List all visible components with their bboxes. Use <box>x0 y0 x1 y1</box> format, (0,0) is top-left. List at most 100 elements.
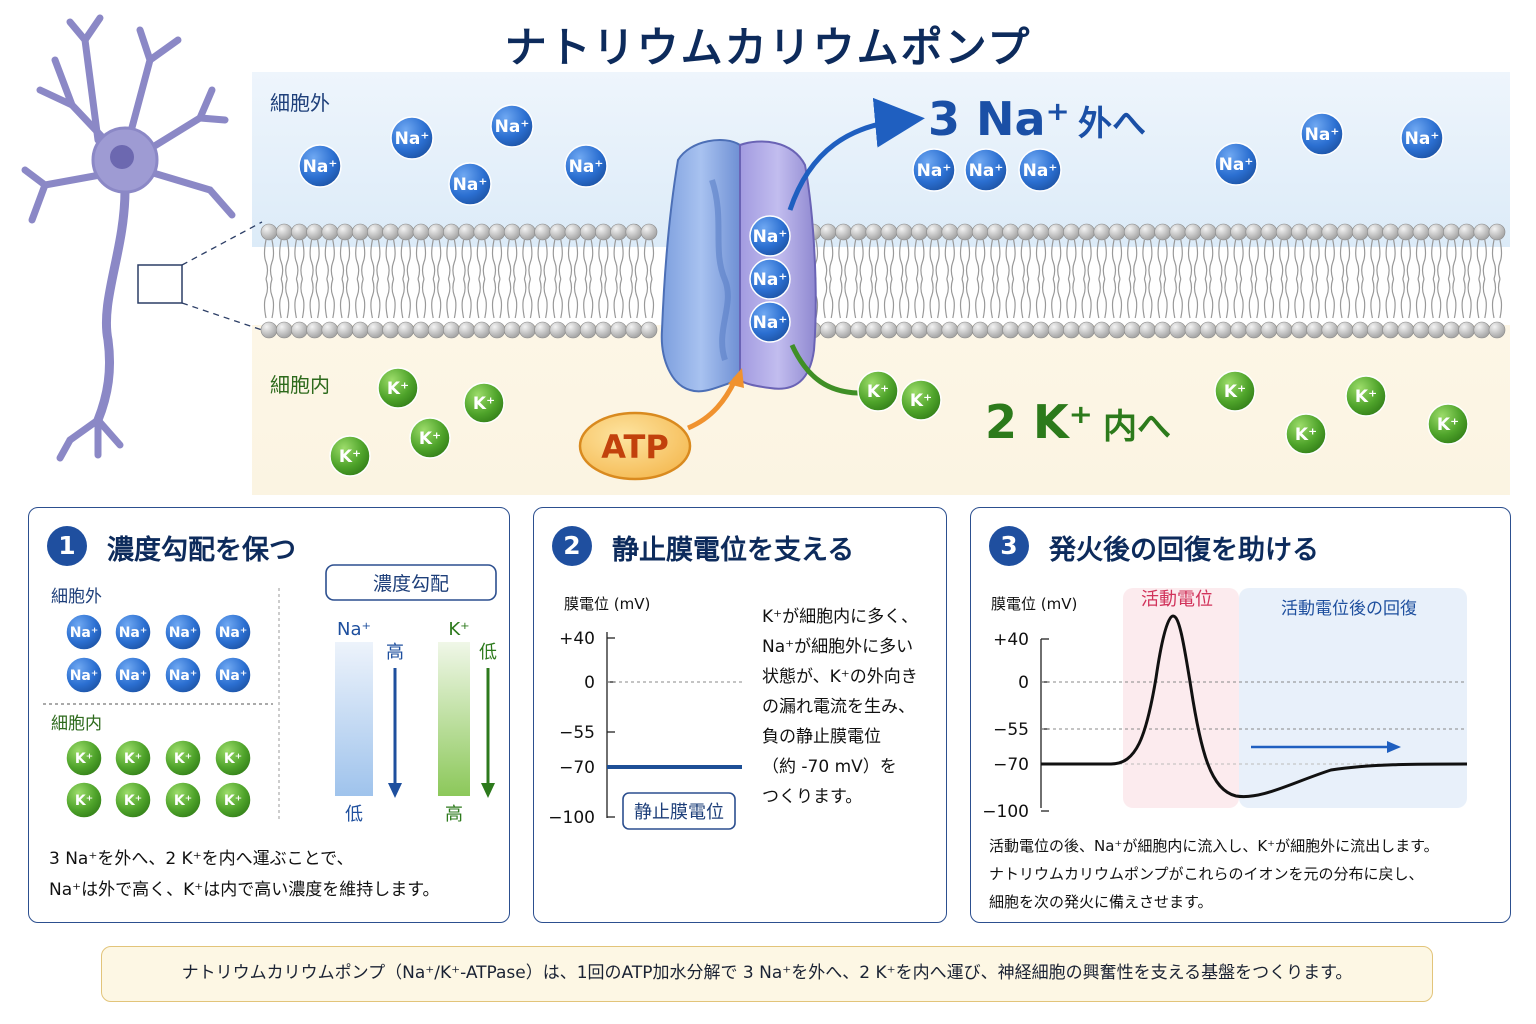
svg-text:Na⁺: Na⁺ <box>395 129 430 149</box>
svg-text:K⁺: K⁺ <box>224 751 242 767</box>
k-gradient-bar <box>438 642 470 796</box>
svg-text:Na⁺: Na⁺ <box>753 313 788 333</box>
neuron-icon <box>21 14 236 462</box>
na-ion: Na⁺ <box>1214 142 1258 186</box>
na-ion: Na⁺ <box>448 162 492 206</box>
k-ion: K⁺ <box>114 781 152 819</box>
resting-potential-chart: 膜電位 (mV) +400−55−70−100 静止膜電位 <box>548 595 742 830</box>
svg-text:K⁺: K⁺ <box>1224 382 1246 402</box>
na-ion: Na⁺ <box>564 144 608 188</box>
svg-text:Na⁺: Na⁺ <box>1405 129 1440 149</box>
zoom-box <box>137 264 183 304</box>
card-body-line: 細胞を次の発火に備えさせます。 <box>989 893 1213 911</box>
svg-text:K⁺: K⁺ <box>339 447 361 467</box>
na-ion: Na⁺ <box>65 613 103 651</box>
recovery-label: 活動電位後の回復 <box>1281 599 1417 619</box>
card-number: 2 <box>552 526 592 566</box>
k-in-arrow <box>789 343 859 396</box>
svg-text:Na⁺: Na⁺ <box>70 668 99 684</box>
svg-text:K⁺: K⁺ <box>174 793 192 809</box>
atp-molecule: ATP <box>578 411 692 481</box>
action-potential-trace <box>1041 614 1468 799</box>
k-ion: K⁺ <box>409 417 451 459</box>
card-body-line: 負の静止膜電位 <box>762 727 881 747</box>
card-body: 3 Na⁺を外へ、2 K⁺を内へ運ぶことで、 Na⁺は外で高く、K⁺は内で高い濃… <box>49 844 440 906</box>
y-tick-label: −55 <box>559 723 595 743</box>
y-tick-label: 0 <box>1018 673 1029 693</box>
y-tick-label: −100 <box>548 808 595 828</box>
k-ion: K⁺ <box>857 370 899 412</box>
k-ion: K⁺ <box>1427 403 1469 445</box>
pump-illustration: ATP 細胞外 細胞内 3 Na⁺ 外へ 2 K⁺ 内へ Na⁺Na⁺Na⁺Na… <box>21 14 1510 495</box>
lipid-bilayer <box>260 223 1506 339</box>
svg-text:Na⁺: Na⁺ <box>753 227 788 247</box>
y-axis-ticks: +400−55−70−100 <box>982 630 1049 822</box>
svg-text:K⁺: K⁺ <box>387 379 409 399</box>
svg-text:Na⁺: Na⁺ <box>303 157 338 177</box>
svg-text:K⁺: K⁺ <box>174 751 192 767</box>
card-title: 濃度勾配を保つ <box>107 535 296 566</box>
k-ion: K⁺ <box>65 739 103 777</box>
na-ion: Na⁺ <box>164 656 202 694</box>
y-tick-label: +40 <box>559 629 595 649</box>
card-body-line: Na⁺は外で高く、K⁺は内で高い濃度を維持します。 <box>49 880 440 900</box>
na-ion: Na⁺ <box>164 613 202 651</box>
k-bar-label: K⁺ <box>448 619 469 640</box>
na-ion: Na⁺ <box>214 656 252 694</box>
svg-text:Na⁺: Na⁺ <box>495 117 530 137</box>
svg-text:K⁺: K⁺ <box>1355 387 1377 407</box>
na-ion: Na⁺ <box>114 656 152 694</box>
y-tick-label: −100 <box>982 802 1029 822</box>
extracellular-region <box>252 72 1510 247</box>
card-title: 発火後の回復を助ける <box>1049 535 1319 566</box>
y-axis-ticks: +400−55−70−100 <box>548 629 615 828</box>
na-ion: Na⁺ <box>490 104 534 148</box>
summary-banner: ナトリウムカリウムポンプ（Na⁺/K⁺-ATPase）は、1回のATP加水分解で… <box>101 946 1433 1002</box>
svg-text:K⁺: K⁺ <box>419 429 441 449</box>
card-body-line: ナトリウムカリウムポンプがこれらのイオンを元の分布に戻し、 <box>989 865 1424 883</box>
svg-text:Na⁺: Na⁺ <box>453 175 488 195</box>
card1-ions: Na⁺Na⁺Na⁺Na⁺Na⁺Na⁺Na⁺Na⁺K⁺K⁺K⁺K⁺K⁺K⁺K⁺K⁺ <box>65 613 252 819</box>
na-ion: Na⁺ <box>1300 112 1344 156</box>
svg-text:Na⁺: Na⁺ <box>119 668 148 684</box>
svg-text:ATP: ATP <box>601 428 669 466</box>
na-high-label: 高 <box>386 642 404 663</box>
svg-text:K⁺: K⁺ <box>75 751 93 767</box>
svg-text:Na⁺: Na⁺ <box>917 161 952 181</box>
na-out-arrow <box>787 97 925 211</box>
na-out-count: 3 Na⁺ <box>928 92 1070 146</box>
k-ion: K⁺ <box>214 739 252 777</box>
k-ion: K⁺ <box>214 781 252 819</box>
y-tick-label: 0 <box>584 673 595 693</box>
na-ion: Na⁺ <box>912 148 956 192</box>
na-ion: Na⁺ <box>749 301 791 343</box>
na-ion: Na⁺ <box>390 116 434 160</box>
outside-label: 細胞外 <box>270 91 330 115</box>
card-body-line: 状態が、K⁺の外向き <box>762 667 918 687</box>
sodium-potassium-pump <box>660 139 817 393</box>
y-tick-label: −55 <box>993 720 1029 740</box>
svg-text:K⁺: K⁺ <box>75 793 93 809</box>
inside-label: 細胞内 <box>51 714 102 734</box>
svg-text:K⁺: K⁺ <box>124 751 142 767</box>
page-title: ナトリウムカリウムポンプ <box>504 23 1032 72</box>
card-body-line: の漏れ電流を生み、 <box>762 697 915 717</box>
neuron-nucleus <box>110 145 134 169</box>
k-in-count: 2 K⁺ <box>985 395 1093 449</box>
k-ion: K⁺ <box>377 367 419 409</box>
card-body-line: Na⁺が細胞外に多い <box>762 637 914 657</box>
svg-text:Na⁺: Na⁺ <box>753 270 788 290</box>
svg-text:K⁺: K⁺ <box>867 382 889 402</box>
action-potential-chart: 活動電位 活動電位後の回復 膜電位 (mV) +400−55−70−100 <box>982 588 1468 822</box>
recovery-zone <box>1239 588 1467 808</box>
card-number: 3 <box>989 526 1029 566</box>
k-ion: K⁺ <box>1214 370 1256 412</box>
na-gradient-bar <box>335 642 373 796</box>
card-number: 1 <box>47 526 87 566</box>
inside-label: 細胞内 <box>270 373 330 397</box>
k-high-label: 高 <box>445 804 463 825</box>
k-ion: K⁺ <box>114 739 152 777</box>
k-ion: K⁺ <box>329 435 371 477</box>
svg-text:Na⁺: Na⁺ <box>1219 155 1254 175</box>
